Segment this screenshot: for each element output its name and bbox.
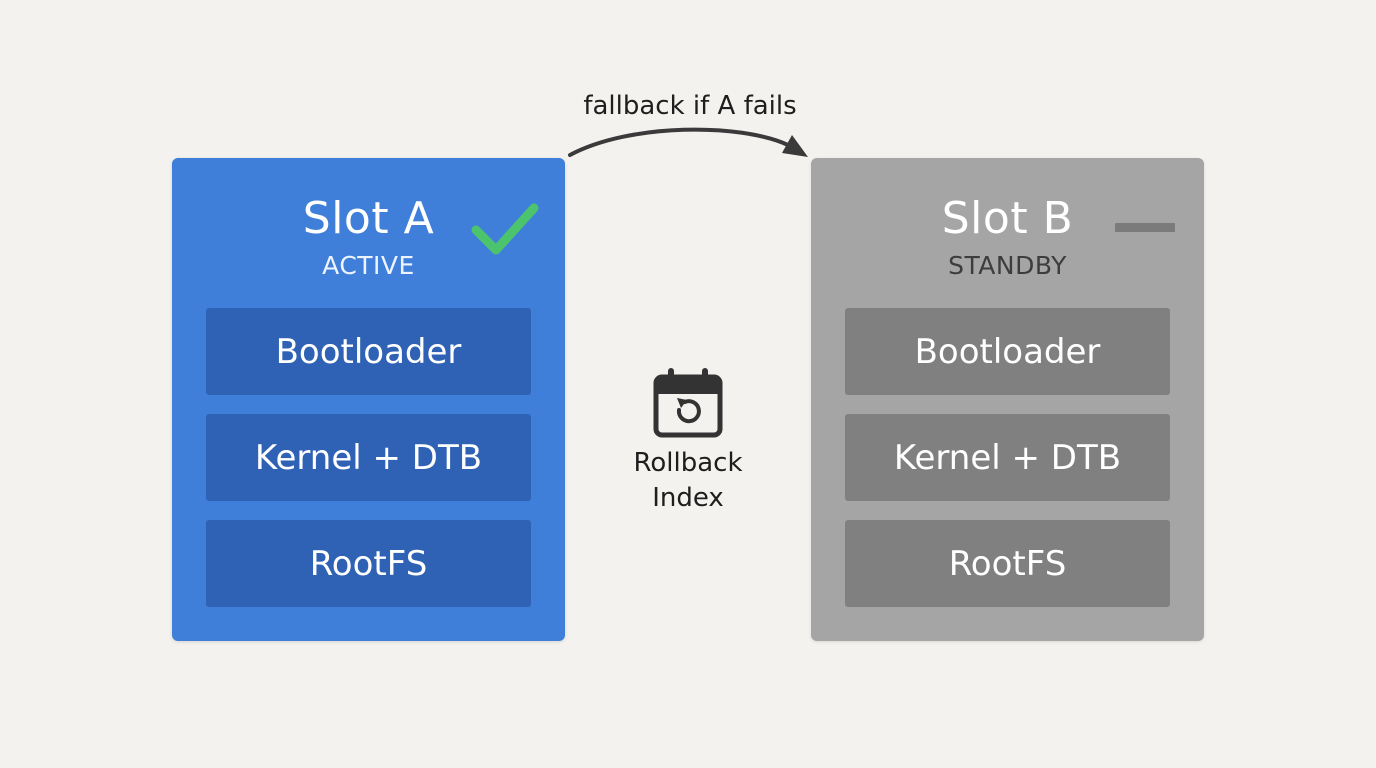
rollback-label-line2: Index [652,483,724,513]
rollback-index-label: Rollback Index [598,446,778,516]
checkmark-icon [471,203,539,255]
slot-a-title: Slot A [302,193,435,244]
rollback-label-line1: Rollback [633,448,743,478]
slot-a-partition-kernel: Kernel + DTB [206,414,531,501]
slot-b-partition-bootloader: Bootloader [845,308,1170,395]
slot-b-panel: Slot B STANDBY Bootloader Kernel + DTB R… [811,158,1204,641]
slot-b-partition-rootfs: RootFS [845,520,1170,607]
slot-a-panel: Slot A ACTIVE Bootloader Kernel + DTB Ro… [172,158,565,641]
slot-a-partition-rootfs: RootFS [206,520,531,607]
dash-icon [1115,223,1175,232]
fallback-arrow-icon [568,127,808,157]
fallback-label: fallback if A fails [583,91,797,121]
calendar-rollback-icon [653,368,723,438]
slot-a-partition-bootloader: Bootloader [206,308,531,395]
slot-b-title: Slot B [941,193,1074,244]
slot-a-status: ACTIVE [322,251,415,280]
slot-b-partition-kernel: Kernel + DTB [845,414,1170,501]
slot-b-status: STANDBY [948,251,1067,280]
